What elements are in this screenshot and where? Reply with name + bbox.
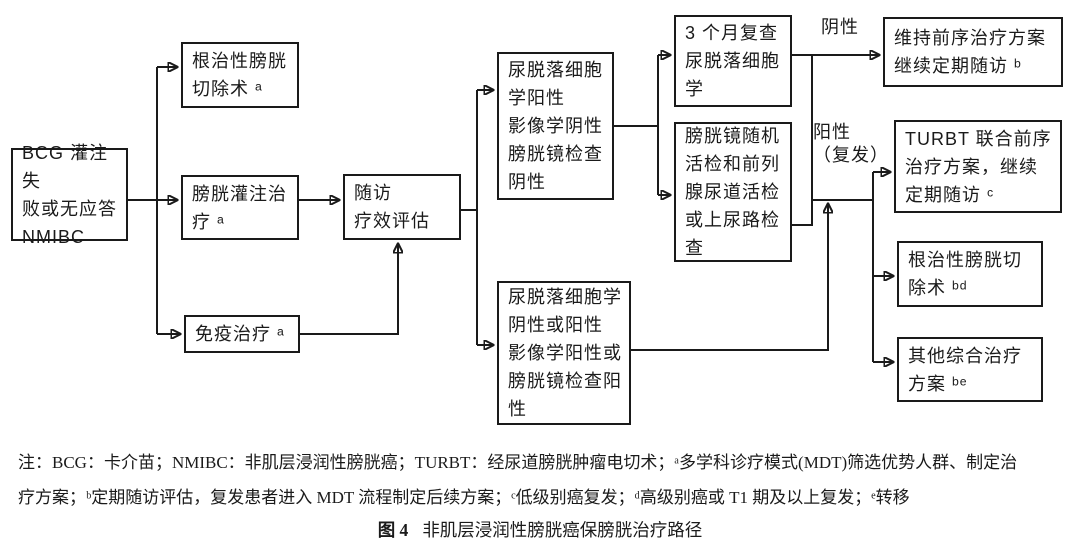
flow-node-turbt-combined: TURBT 联合前序 治疗方案，继续 定期随访 ᶜ	[894, 120, 1062, 213]
flow-node-other-comprehensive: 其他综合治疗 方案 ᵇᵉ	[897, 337, 1043, 402]
flow-node-radical-cystectomy: 根治性膀胱 切除术 ᵃ	[181, 42, 299, 108]
flow-node-recheck-3month: 3 个月复查 尿脱落细胞 学	[674, 15, 792, 107]
edge-recheck-biopsy-join	[792, 55, 813, 226]
edge-label-positive-relapse: 阳性 （复发）	[813, 122, 889, 165]
flowchart-figure: BCG 灌注失 败或无应答 NMIBC 根治性膀胱 切除术 ᵃ 膀胱灌注治 疗 …	[11, 0, 1080, 440]
note-line-1: 注：BCG：卡介苗；NMIBC：非肌层浸润性膀胱癌；TURBT：经尿道膀胱肿瘤电…	[18, 453, 1018, 472]
flow-node-radical-cystectomy-2: 根治性膀胱切 除术 ᵇᵈ	[897, 241, 1043, 307]
flow-node-random-biopsy: 膀胱镜随机 活检和前列 腺尿道活检 或上尿路检 查	[674, 122, 792, 262]
edge-label-negative: 阴性	[821, 17, 859, 37]
figure-caption: 图 4 非肌层浸润性膀胱癌保膀胱治疗路径	[0, 517, 1080, 542]
flow-node-intravesical-therapy: 膀胱灌注治 疗 ᵃ	[181, 175, 299, 240]
flow-node-maintain-prior: 维持前序治疗方案 继续定期随访 ᵇ	[883, 17, 1063, 87]
flow-node-cytology-any-imaging-pos: 尿脱落细胞学 阴性或阳性 影像学阳性或 膀胱镜检查阳 性	[497, 281, 631, 425]
edge-immunotherapy-to-followup	[300, 244, 398, 335]
flow-node-bcg-failure: BCG 灌注失 败或无应答 NMIBC	[11, 143, 128, 247]
figure-notes: 注：BCG：卡介苗；NMIBC：非肌层浸润性膀胱癌；TURBT：经尿道膀胱肿瘤电…	[0, 440, 1080, 515]
flow-node-followup-assessment: 随访 疗效评估	[343, 174, 461, 240]
flow-node-cytology-pos-imaging-neg: 尿脱落细胞 学阳性 影像学阴性 膀胱镜检查 阴性	[497, 52, 614, 200]
flow-node-immunotherapy: 免疫治疗 ᵃ	[184, 315, 300, 353]
edge-cytology-any-up	[631, 204, 828, 351]
flowchart-connectors	[128, 0, 1080, 440]
note-line-2: 疗方案；ᵇ定期随访评估，复发患者进入 MDT 流程制定后续方案；ᶜ低级别癌复发；…	[18, 488, 910, 507]
figure-number: 图 4	[377, 520, 409, 540]
caption-text: 非肌层浸润性膀胱癌保膀胱治疗路径	[422, 520, 703, 540]
